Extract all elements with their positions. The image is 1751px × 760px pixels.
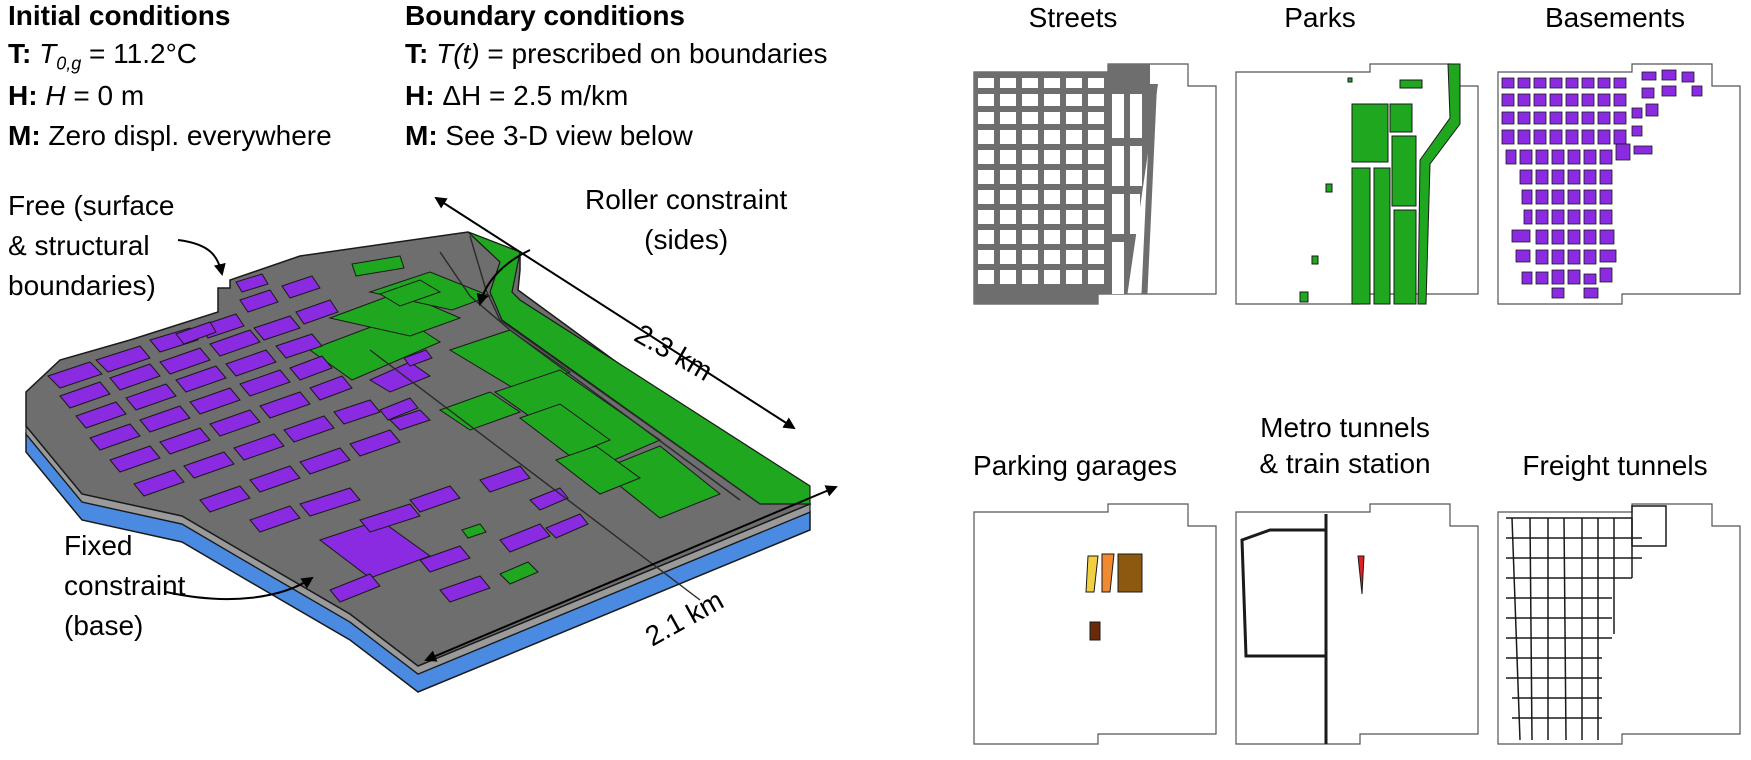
train-station [1357,555,1365,595]
boundary-conditions-heading: Boundary conditions [405,0,685,31]
initial-t-key: T: [8,38,32,69]
free-boundary-label: Free (surface & structural boundaries) [8,190,175,301]
freight-grid [1506,505,1667,741]
panel-streets [973,63,1217,305]
initial-h-line: H: H = 0 m [8,80,144,112]
boundary-t-key: T: [405,38,429,69]
basement-blocks [47,273,589,603]
initial-conditions-heading: Initial conditions [8,0,231,31]
fixed-constraint-label: Fixed constraint (base) [64,530,186,641]
roller-constraint-arrow [476,249,531,306]
initial-h-symbol: H [45,80,66,111]
panel-title-basements: Basements [1544,2,1686,33]
panel-parking-garages [973,503,1217,745]
initial-t-line: T: T0,g = 11.2°C [8,38,197,75]
boundary-m-value: See 3-D view below [437,120,693,151]
panel-title-parking-garages: Parking garages [973,450,1177,481]
dimension-arrow-long [434,196,796,430]
garage-3 [1117,553,1143,593]
initial-t-value: = 11.2°C [81,38,197,69]
garage-1 [1085,555,1099,593]
boundary-h-line: H: ΔH = 2.5 m/km [405,80,628,112]
panel-basements [1497,63,1741,305]
panel-title-metro-tunnels: Metro tunnels & train station [1259,412,1431,479]
boundary-t-line: T: T(t) = prescribed on boundaries [405,38,828,70]
panel-title-freight-tunnels: Freight tunnels [1522,450,1708,481]
panel-freight-tunnels [1497,503,1741,745]
dimension-arrow-short [424,485,838,662]
panel-metro-tunnels [1235,503,1479,745]
boundary-h-key: H: [405,80,435,111]
garage-2 [1101,553,1115,593]
panel-title-streets: Streets [1028,2,1118,33]
fixed-constraint-arrow [165,576,314,600]
panel-title-parks: Parks [1284,2,1356,33]
boundary-m-key: M: [405,120,438,151]
boundary-m-line: M: See 3-D view below [405,120,693,152]
panel-parks [1235,63,1479,305]
initial-h-key: H: [8,80,38,111]
boundary-h-value: ΔH = 2.5 m/km [434,80,629,111]
initial-h-value: = 0 m [65,80,145,111]
initial-t-subscript: 0,g [56,53,82,74]
boundary-t-value: = prescribed on boundaries [479,38,828,69]
initial-m-line: M: Zero displ. everywhere [8,120,332,152]
model-3d [25,231,812,693]
garage-4 [1089,621,1101,641]
initial-t-symbol: T [39,38,57,69]
initial-m-value: Zero displ. everywhere [40,120,332,151]
free-boundary-arrow [177,239,226,276]
initial-m-key: M: [8,120,41,151]
boundary-t-symbol: T(t) [436,38,480,69]
